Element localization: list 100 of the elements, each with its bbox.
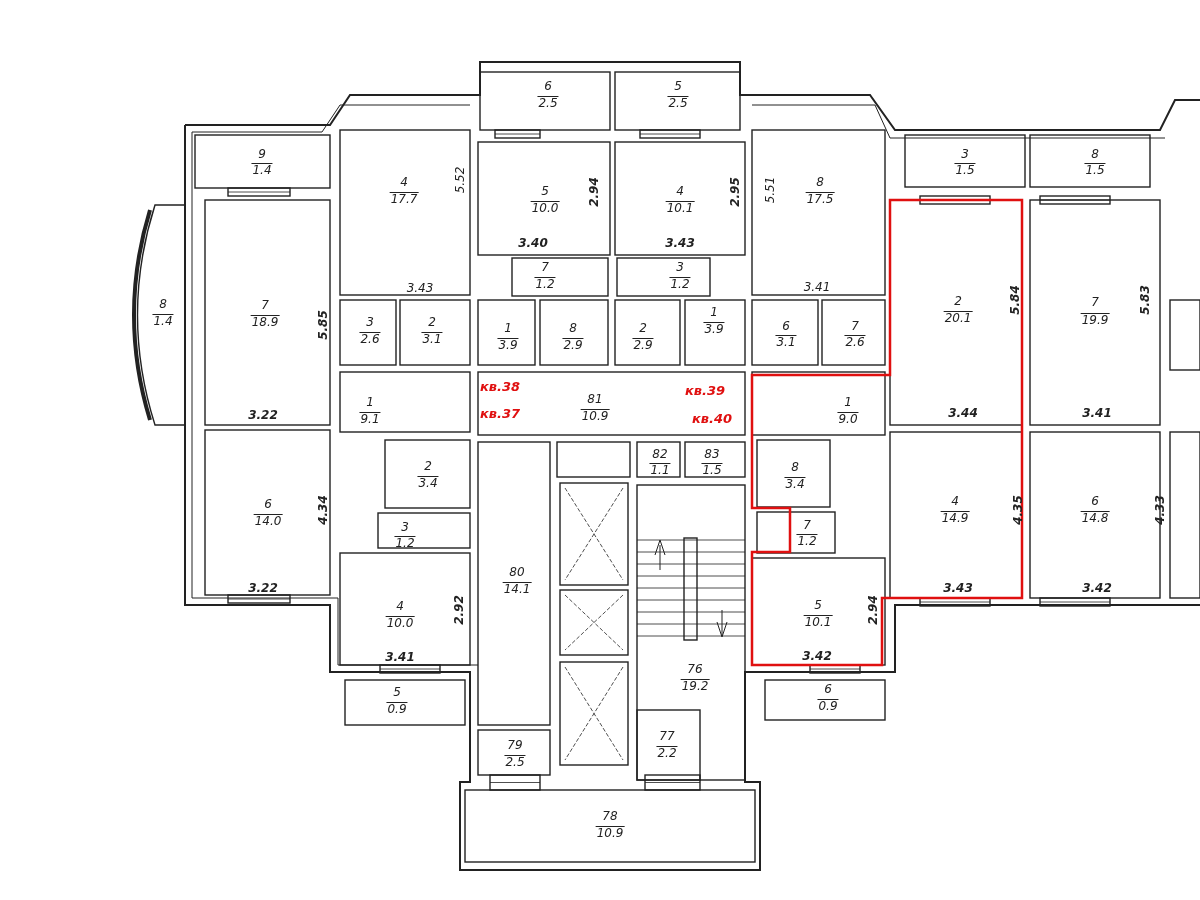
room-area: 0.9: [386, 702, 408, 716]
room-area: 14.1: [502, 582, 532, 596]
room-number: 5: [541, 184, 549, 198]
dimension-label: 3.43: [406, 281, 434, 295]
room-number: 2: [954, 294, 962, 308]
room-area: 10.1: [803, 615, 833, 629]
room-number: 8: [159, 297, 167, 311]
room-area: 1.2: [796, 534, 818, 548]
room-area: 1.5: [954, 163, 976, 177]
room-number: 7: [541, 260, 549, 274]
room-area: 19.9: [1080, 313, 1110, 327]
dimension-label: 4.35: [1011, 495, 1025, 525]
room-number: 1: [366, 395, 374, 409]
room-number: 7: [803, 518, 811, 532]
dimension-label: 5.85: [316, 310, 330, 340]
apartment-number: кв.39: [684, 383, 726, 397]
room-number: 4: [400, 175, 408, 189]
room-area: 1.2: [534, 277, 556, 291]
dimension-label: 2.94: [866, 595, 880, 625]
room-number: 8: [791, 460, 799, 474]
room-area: 1.5: [701, 463, 723, 477]
dimension-label: 3.41: [385, 650, 415, 664]
apartment-number: кв.38: [479, 379, 521, 393]
room-number: 3: [366, 315, 374, 329]
room-area: 2.6: [844, 335, 866, 349]
room-number: 78: [602, 809, 618, 823]
room-area: 3.9: [497, 338, 519, 352]
room-area: 14.8: [1080, 511, 1110, 525]
room-area: 0.9: [817, 699, 839, 713]
room-number: 9: [258, 147, 266, 161]
room-number: 4: [396, 599, 404, 613]
room-number: 81: [587, 392, 603, 406]
dimension-label: 5.84: [1008, 285, 1022, 315]
dimension-label: 3.41: [1082, 406, 1112, 420]
room-number: 5: [674, 79, 682, 93]
room-area: 3.4: [784, 477, 806, 491]
dimension-label: 3.43: [665, 236, 695, 250]
dimension-label: 5.51: [763, 176, 777, 204]
room-area: 2.2: [656, 746, 678, 760]
room-number: 7: [261, 298, 269, 312]
dimension-label: 5.52: [453, 166, 467, 194]
room-number: 2: [428, 315, 436, 329]
room-area: 3.4: [417, 476, 439, 490]
room-area: 10.0: [385, 616, 415, 630]
room-area: 3.1: [775, 335, 797, 349]
room-number: 83: [704, 447, 720, 461]
room-area: 10.9: [595, 826, 625, 840]
dimension-label: 4.34: [316, 495, 330, 525]
room-area: 2.6: [359, 332, 381, 346]
room-area: 9.0: [837, 412, 859, 426]
dimension-label: 2.92: [452, 595, 466, 625]
room-number: 79: [507, 738, 523, 752]
room-area: 1.4: [251, 163, 273, 177]
room-area: 1.1: [649, 463, 671, 477]
dimension-label: 3.41: [803, 280, 831, 294]
room-number: 77: [659, 729, 675, 743]
room-area: 3.1: [421, 332, 443, 346]
dimension-label: 3.44: [948, 406, 978, 420]
room-number: 6: [824, 682, 832, 696]
room-area: 1.4: [152, 314, 174, 328]
room-area: 2.5: [504, 755, 526, 769]
room-number: 8: [816, 175, 824, 189]
room-area: 10.0: [530, 201, 560, 215]
dimension-label: 3.22: [248, 408, 278, 422]
room-area: 17.5: [805, 192, 835, 206]
room-area: 18.9: [250, 315, 280, 329]
dimension-label: 4.33: [1153, 495, 1167, 525]
room-area: 1.2: [394, 536, 416, 550]
room-number: 8: [569, 321, 577, 335]
room-number: 80: [509, 565, 525, 579]
room-area: 1.5: [1084, 163, 1106, 177]
dimension-label: 3.40: [518, 236, 548, 250]
room-number: 6: [264, 497, 272, 511]
apartment-number: кв.40: [691, 411, 733, 425]
room-number: 1: [504, 321, 512, 335]
room-number: 3: [676, 260, 684, 274]
room-number: 7: [1091, 295, 1099, 309]
room-number: 5: [393, 685, 401, 699]
room-number: 6: [1091, 494, 1099, 508]
room-area: 9.1: [359, 412, 381, 426]
room-area: 17.7: [389, 192, 419, 206]
dimension-label: 3.42: [1082, 581, 1112, 595]
apartment-number: кв.37: [479, 406, 521, 420]
room-number: 1: [844, 395, 852, 409]
room-number: 6: [544, 79, 552, 93]
room-area: 2.5: [667, 96, 689, 110]
room-number: 5: [814, 598, 822, 612]
room-number: 2: [639, 321, 647, 335]
room-number: 2: [424, 459, 432, 473]
room-area: 10.9: [580, 409, 610, 423]
room-area: 2.9: [632, 338, 654, 352]
room-area: 3.9: [703, 322, 725, 336]
room-number: 76: [687, 662, 703, 676]
room-area: 2.5: [537, 96, 559, 110]
room-number: 8: [1091, 147, 1099, 161]
dimension-label: 2.95: [728, 177, 742, 207]
room-number: 3: [401, 520, 409, 534]
room-number: 82: [652, 447, 668, 461]
room-area: 1.2: [669, 277, 691, 291]
dimension-label: 3.42: [802, 649, 832, 663]
